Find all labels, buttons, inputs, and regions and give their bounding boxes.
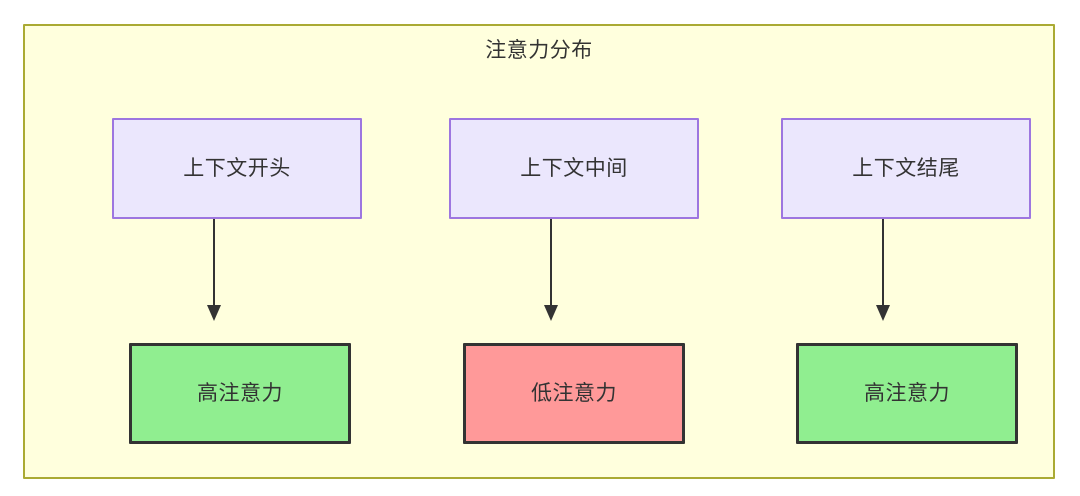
- node-context-middle[interactable]: 上下文中间: [449, 118, 699, 219]
- node-high-attention-end[interactable]: 高注意力: [796, 343, 1018, 444]
- attention-distribution-subgraph: 注意力分布 上下文开头 上下文中间: [23, 24, 1055, 479]
- node-high-attention-start-label: 高注意力: [197, 382, 283, 405]
- node-context-start-label: 上下文开头: [183, 157, 291, 180]
- node-low-attention-middle-label: 低注意力: [531, 382, 617, 405]
- node-high-attention-end-label: 高注意力: [864, 382, 950, 405]
- node-context-middle-label: 上下文中间: [520, 157, 628, 180]
- node-context-start[interactable]: 上下文开头: [112, 118, 362, 219]
- subgraph-title: 注意力分布: [485, 39, 593, 62]
- node-high-attention-start[interactable]: 高注意力: [129, 343, 351, 444]
- node-context-end[interactable]: 上下文结尾: [781, 118, 1031, 219]
- node-low-attention-middle[interactable]: 低注意力: [463, 343, 685, 444]
- node-context-end-label: 上下文结尾: [852, 157, 960, 180]
